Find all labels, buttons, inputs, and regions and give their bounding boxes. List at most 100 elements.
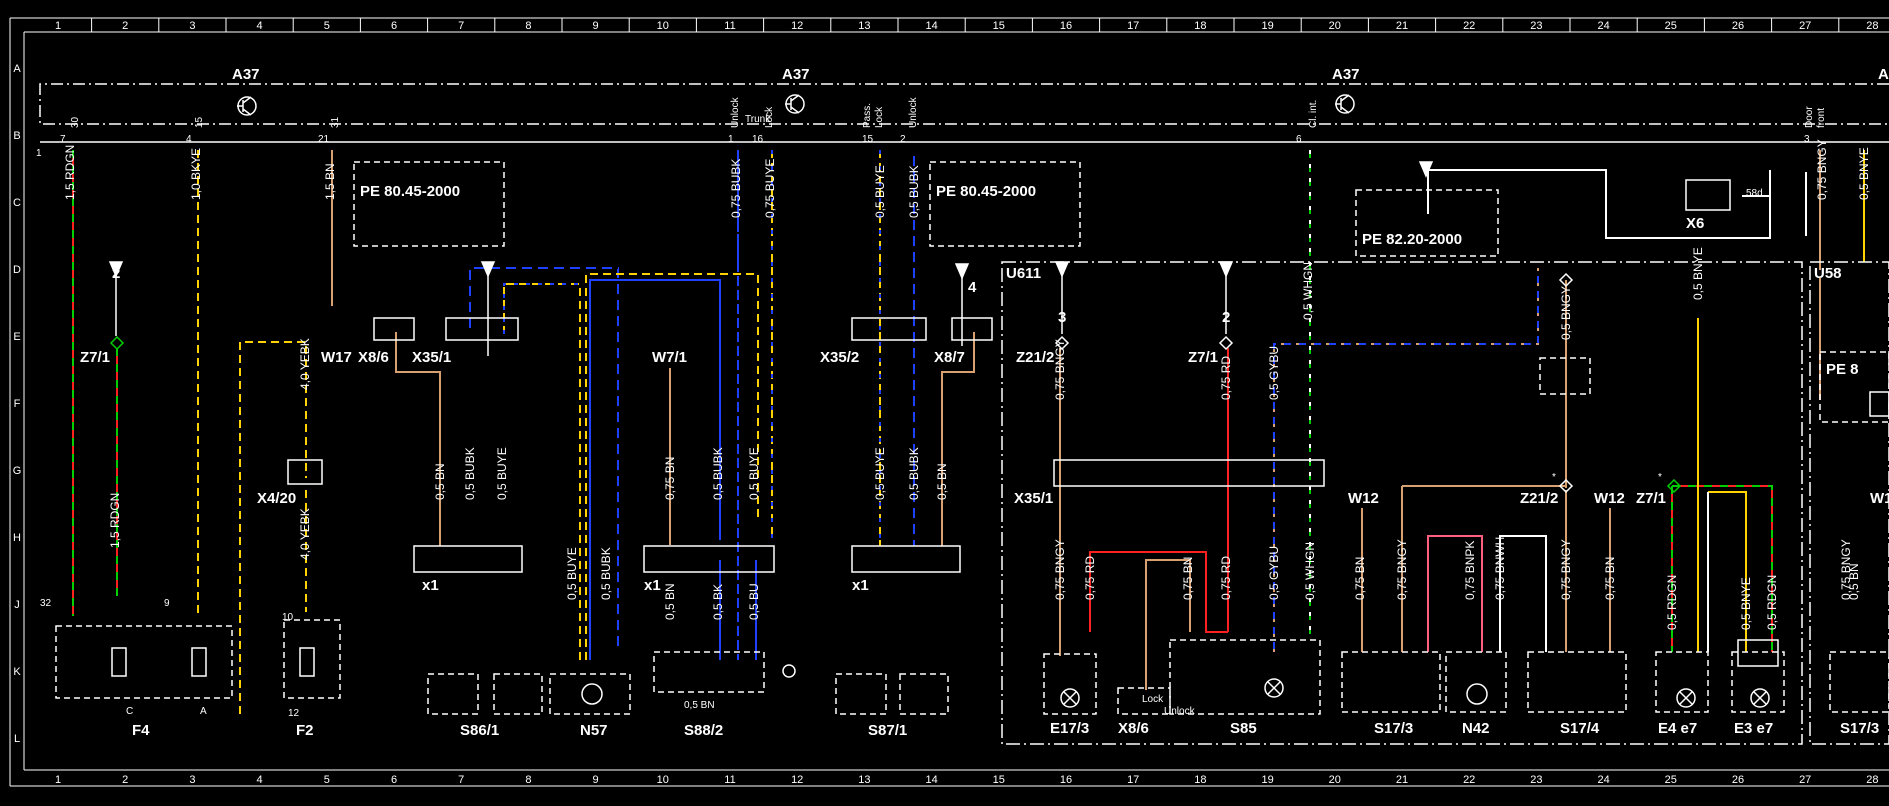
svg-text:Door: Door [1804,106,1815,128]
svg-text:2: 2 [1222,309,1230,326]
svg-text:E17/3: E17/3 [1050,720,1089,737]
grid-row-label: G [13,465,22,477]
svg-text:31: 31 [330,116,341,128]
svg-text:C: C [126,706,133,717]
wire-label: 4,0 YEBK [298,338,312,390]
svg-text:12: 12 [288,708,300,719]
svg-text:N57: N57 [580,722,608,739]
svg-text:X35/1: X35/1 [412,349,451,366]
grid-column-label: 14 [925,774,937,786]
grid-row-label: J [14,599,20,611]
grid-column-label: 21 [1396,774,1408,786]
svg-text:W7/1: W7/1 [652,349,687,366]
grid-column-label: 4 [257,774,263,786]
grid-column-label: 23 [1530,774,1542,786]
grid-column-label: 13 [858,774,870,786]
grid-row-label: B [13,130,20,142]
grid-column-label: 22 [1463,774,1475,786]
grid-column-labels: 1122334455667788991010111112121313141415… [55,18,1879,786]
transistor-icon [237,94,1355,116]
a37-label: A3 [1878,66,1889,83]
header-pins: 1 7 4 21 1 16 15 2 6 3 [36,134,1810,159]
wire-label: 0,5 GYBU [1267,346,1281,400]
svg-text:N42: N42 [1462,720,1490,737]
grid-row-label: F [14,398,21,410]
svg-text:2: 2 [112,265,120,282]
svg-text:W17: W17 [321,349,352,366]
grid-column-label: 1 [55,20,61,32]
wire-label: 0,5 BUBK [463,447,477,500]
wire-label: 0,75 BNGY [1053,339,1067,400]
grid-row-label: H [13,532,21,544]
svg-text:3: 3 [1058,309,1066,326]
wire-label: 4,0 YEBK [298,508,312,560]
grid-column-label: 7 [458,774,464,786]
svg-text:21: 21 [318,134,330,145]
grid-column-label: 8 [525,774,531,786]
grid-column-label: 10 [657,20,669,32]
grid-column-label: 13 [858,20,870,32]
ref-80-45: PE 80.45-2000 [360,183,460,200]
svg-text:16: 16 [752,134,764,145]
grid-row-label: D [13,264,21,276]
grid-column-label: 27 [1799,20,1811,32]
svg-text:Unlock: Unlock [908,96,919,128]
wire-label: 0,75 BN [1353,557,1367,600]
wire-label: 0,75 RD [1219,356,1233,400]
svg-text:U58: U58 [1814,265,1842,282]
svg-text:9: 9 [164,598,170,609]
wire-label: 0,5 WHGN [1301,262,1315,320]
component-labels: F4 F2 X4/20 W17 X8/6 X35/1 W7/1 X35/2 X8… [80,215,1889,739]
grid-column-label: 25 [1665,774,1677,786]
grid-row-label: C [13,197,21,209]
svg-text:Pass.: Pass. [862,103,873,128]
grid-column-label: 7 [458,20,464,32]
svg-text:Z21/2: Z21/2 [1016,349,1054,366]
connector-boxes [287,179,1889,667]
grid-column-label: 6 [391,774,397,786]
svg-text:Z7/1: Z7/1 [80,349,110,366]
svg-text:A: A [200,706,207,717]
grid-column-label: 11 [724,20,735,32]
wire-label: 0,5 BUYE [747,447,761,500]
svg-text:Z7/1: Z7/1 [1188,349,1218,366]
header-terminals: 30 15 31 Unlock Trunk Lock Pass. Lock Un… [70,96,1827,128]
wire-label: 0,75 BNWH [1493,537,1507,600]
wire-label: 0,75 BNGY [1053,539,1067,600]
svg-text:S17/3: S17/3 [1840,720,1879,737]
grid-column-label: 9 [593,774,599,786]
wire-label: 0,5 BN [663,583,677,620]
grid-column-label: 17 [1127,20,1139,32]
wire-label: 0,75 RD [1219,556,1233,600]
svg-text:Lock: Lock [1142,694,1164,705]
a37-module [39,83,1889,143]
svg-text:6: 6 [1296,134,1302,145]
grid-column-label: 16 [1060,20,1072,32]
svg-text:15: 15 [194,116,205,128]
svg-text:x1: x1 [422,577,439,594]
grid-column-label: 6 [391,20,397,32]
grid-column-label: 15 [993,20,1005,32]
grid-column-label: 10 [657,774,669,786]
grid-column-label: 3 [189,774,195,786]
wires [72,150,1865,714]
wire-label: 0,5 BN [935,463,949,500]
grid-column-label: 24 [1597,774,1609,786]
ref-80-45: PE 80.45-2000 [936,183,1036,200]
svg-text:W12: W12 [1348,490,1379,507]
ref-82-20: PE 82.20-2000 [1362,231,1462,248]
wire-label: 0,75 BN [1603,557,1617,600]
misc-labels: x1 x1 x1 2 4 3 2 32 9 10 12 C A Lock Unl… [40,188,1763,719]
grid-column-label: 19 [1261,20,1273,32]
svg-text:x1: x1 [644,577,661,594]
svg-text:Lock: Lock [764,106,775,128]
grid-column-label: 1 [55,774,61,786]
svg-text:S17/3: S17/3 [1374,720,1413,737]
wire-label: 0,5 BUBK [907,447,921,500]
svg-text:W1: W1 [1870,490,1889,507]
svg-text:E4 e7: E4 e7 [1658,720,1697,737]
svg-text:*: * [1552,472,1556,483]
svg-text:Unlock: Unlock [730,96,741,128]
wire-label: 0,5 BUBK [711,447,725,500]
